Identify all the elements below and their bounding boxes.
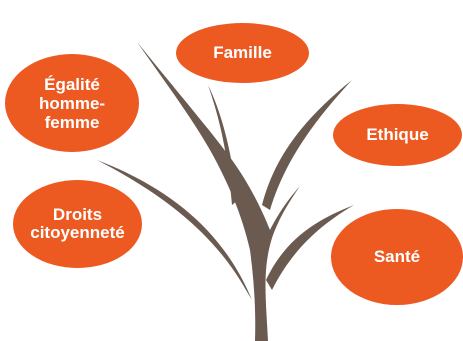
- bubble-famille: Famille: [176, 23, 309, 83]
- bubble-ethique: Ethique: [333, 104, 462, 166]
- tree-branch-right-high: [262, 80, 352, 210]
- bubble-sante: Santé: [331, 209, 463, 305]
- bubble-ethique-label: Ethique: [366, 125, 429, 144]
- tree-trunk: [137, 42, 300, 341]
- tree-branch-left-high: [208, 85, 238, 205]
- bubble-droits-label: Droits citoyenneté: [30, 205, 125, 242]
- bubble-droits-citoyennete: Droits citoyenneté: [13, 180, 142, 268]
- bubble-sante-label: Santé: [373, 247, 421, 266]
- bubble-famille-label: Famille: [213, 43, 272, 62]
- bubble-egalite-label: Égalité homme- femme: [38, 74, 106, 132]
- bubble-egalite-homme-femme: Égalité homme- femme: [5, 54, 139, 152]
- tree-branch-right-low: [266, 205, 354, 290]
